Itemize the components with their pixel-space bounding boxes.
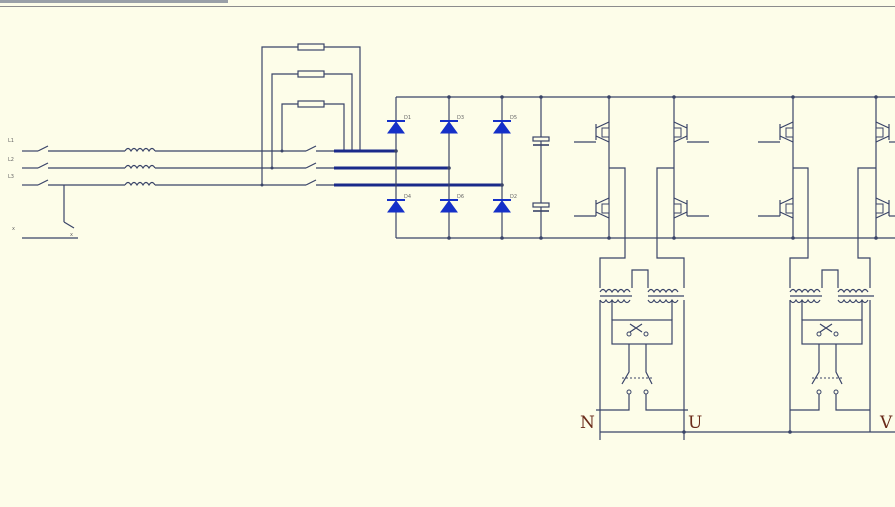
output-block-1	[596, 269, 688, 440]
precharge-resistors	[260, 43, 361, 187]
rectifier-input-buses	[334, 149, 502, 187]
input-line-3-label: L3	[8, 174, 14, 180]
input-line-2: L2	[8, 157, 334, 170]
diode-d3: D3	[440, 115, 464, 134]
resistor-2	[297, 70, 325, 78]
svg-text:D3: D3	[457, 115, 464, 121]
svg-text:D2: D2	[510, 194, 517, 200]
igbt-leg-b	[656, 97, 709, 288]
svg-text:x: x	[12, 226, 15, 232]
contactor-2	[801, 319, 863, 345]
input-line-1-label: L1	[8, 138, 14, 144]
diode-d1: D1	[387, 115, 411, 134]
igbt-leg-c	[758, 97, 809, 288]
resistor-3	[297, 100, 325, 108]
terminal-n-label: N	[580, 413, 595, 433]
input-line-1: L1	[8, 138, 334, 153]
diode-d5: D5	[493, 115, 517, 134]
diode-d6: D6	[440, 194, 464, 213]
svg-text:D6: D6	[457, 194, 464, 200]
contactor-1	[611, 319, 673, 345]
rectifier-bridge: D1 D3 D5 D4 D6	[387, 95, 517, 240]
igbt-leg-a	[574, 97, 626, 288]
input-line-2-label: L2	[8, 157, 14, 163]
dc-rails	[396, 96, 895, 239]
inverter-legs	[574, 95, 895, 288]
terminal-u-label: U	[688, 413, 702, 433]
window-top-strip	[0, 0, 895, 8]
dc-link-capacitors	[532, 95, 550, 240]
input-line-3: L3	[8, 174, 334, 187]
scroll-tab[interactable]	[0, 0, 228, 3]
igbt-leg-d	[857, 97, 895, 288]
capacitor-1	[532, 136, 550, 142]
svg-text:D1: D1	[404, 115, 411, 121]
terminal-v-label: V	[879, 413, 893, 433]
output-bus	[600, 430, 895, 434]
svg-text:x: x	[70, 232, 73, 238]
top-divider	[0, 6, 895, 7]
svg-text:D4: D4	[404, 194, 411, 200]
transformer-2	[789, 288, 874, 304]
resistor-1	[297, 43, 325, 51]
svg-text:D5: D5	[510, 115, 517, 121]
ground-line: x x	[12, 185, 78, 239]
output-block-2	[789, 269, 874, 432]
capacitor-2	[532, 202, 550, 208]
diode-d2: D2	[493, 194, 517, 213]
diode-d4: D4	[387, 194, 411, 213]
